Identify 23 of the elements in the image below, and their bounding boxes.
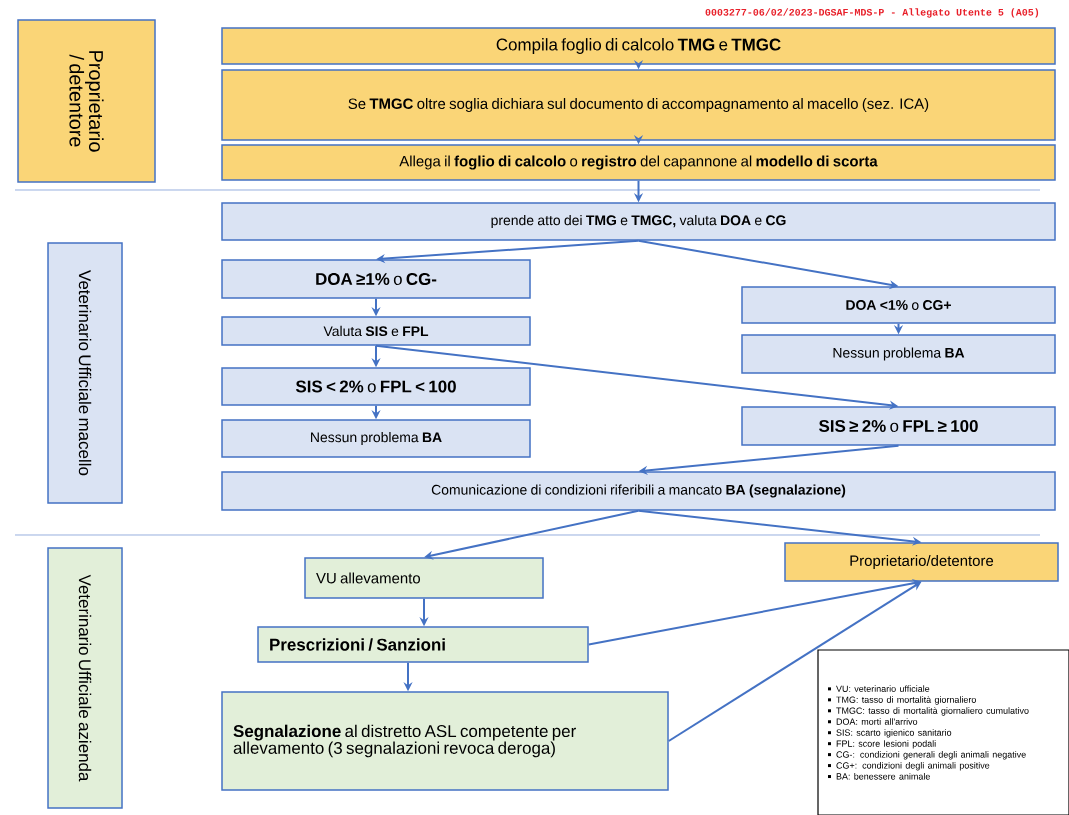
- process-box: DOA <1% o CG+: [741, 286, 1056, 324]
- process-box: VU allevamento: [304, 557, 544, 599]
- process-box: Compila foglio di calcolo TMG e TMGC: [221, 27, 1056, 65]
- process-box: Nessun problema BA: [741, 334, 1056, 374]
- document-id: 0003277-06/02/2023-DGSAF-MDS-P - Allegato Utente 5 (A05): [705, 8, 1039, 18]
- legend-box: VU: veterinario ufficiale TMG: tasso di mortalità giornaliero TMGC: tasso di mortalità giornaliero cumulativo DOA: morti all'arrivo SIS: scarto igienico sanitario FPL: score lesioni podali CG-: condizioni generali degli animali negative CG+: condizioni degli animali positive BA: benessere animale: [817, 649, 1069, 815]
- process-box: SIS < 2% o FPL < 100: [221, 367, 531, 406]
- process-box: Prescrizioni / Sanzioni: [257, 626, 589, 663]
- process-box: Nessun problema BA: [221, 419, 531, 458]
- role-box: Veterinario Ufficiale azienda: [47, 547, 123, 809]
- process-box: Se TMGC oltre soglia dichiara sul documento di accompagnamento al macello (sez. ICA): [221, 69, 1056, 141]
- process-box: DOA ≥1% o CG-: [221, 259, 531, 299]
- process-box: Allega il foglio di calcolo o registro del capannone al modello di scorta: [221, 144, 1056, 181]
- process-box: Proprietario/detentore: [784, 542, 1059, 582]
- arrow: [376, 239, 640, 264]
- process-box: SIS ≥ 2% o FPL ≥ 100: [741, 406, 1056, 446]
- arrow: [424, 509, 640, 560]
- process-box: Valuta SIS e FPL: [221, 316, 531, 346]
- process-box: prende atto dei TMG e TMGC, valuta DOA e CG: [221, 202, 1056, 241]
- role-box: Veterinario Ufficiale macello: [47, 242, 123, 504]
- process-box: Comunicazione di condizioni riferibili a mancato BA (segnalazione): [221, 471, 1056, 511]
- process-box: Segnalazione al distretto ASL competente per allevamento (3 segnalazioni revoca deroga): [221, 691, 669, 791]
- role-box: Proprietario / detentore: [17, 19, 156, 183]
